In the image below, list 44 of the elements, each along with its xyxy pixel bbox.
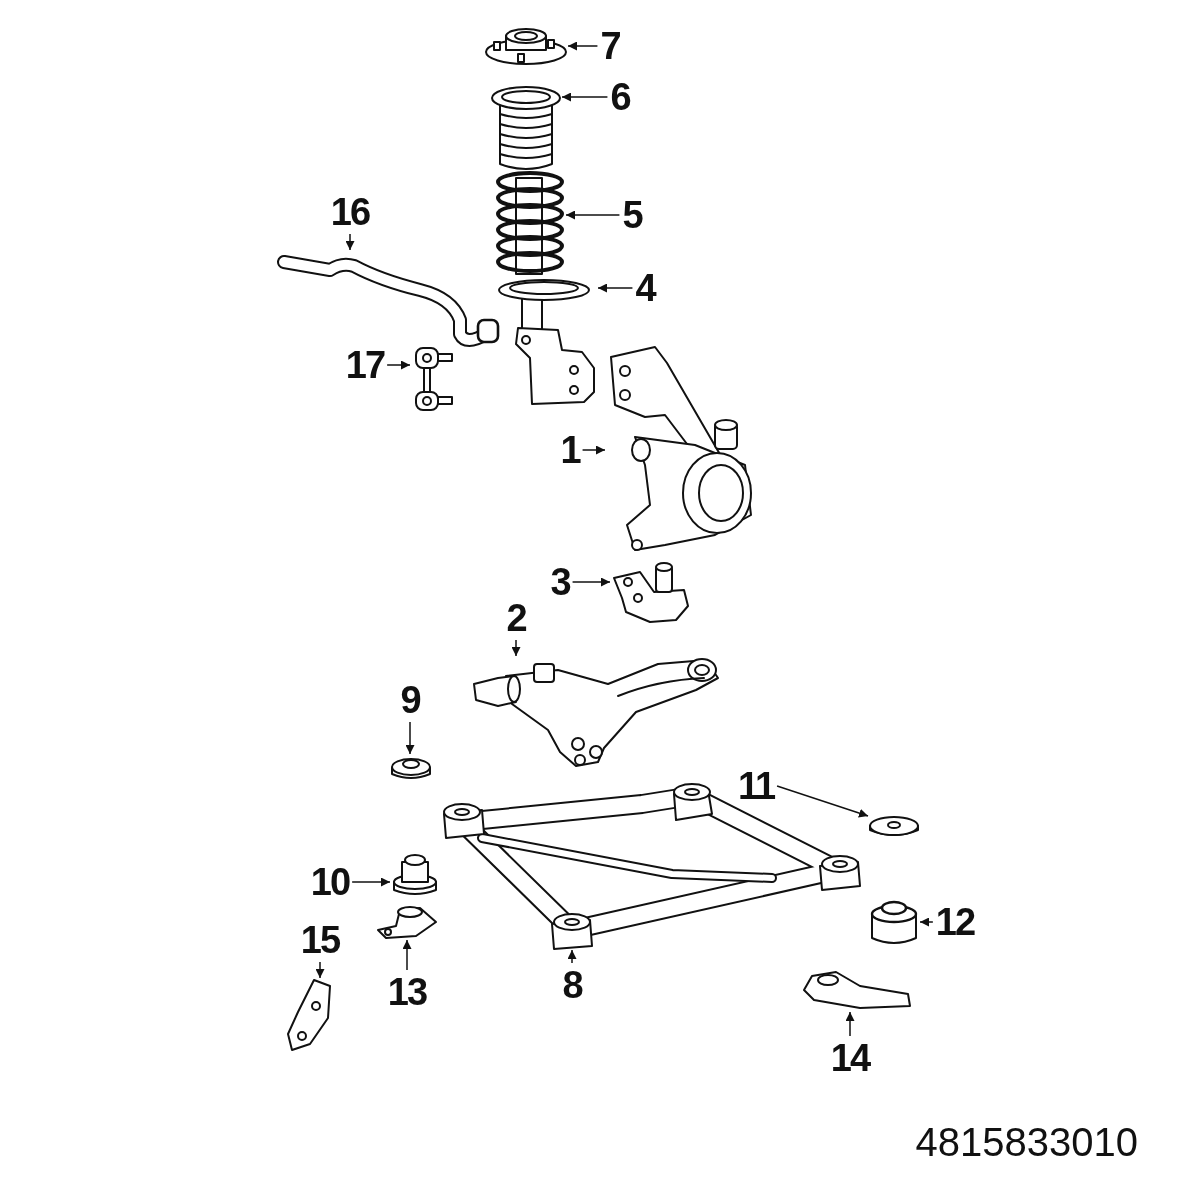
callout-number: 15 bbox=[300, 921, 340, 959]
callout-number: 4 bbox=[635, 269, 655, 307]
leader-line bbox=[597, 283, 634, 293]
callout-number: 6 bbox=[610, 78, 630, 116]
leader-line bbox=[386, 360, 411, 370]
leader-line bbox=[845, 1011, 855, 1037]
bracket-plate-drawing bbox=[284, 978, 334, 1052]
mount-bracket-drawing bbox=[376, 904, 438, 940]
leader-line bbox=[565, 210, 621, 220]
leader-line bbox=[567, 41, 599, 51]
leader-line bbox=[571, 577, 611, 587]
callout-number: 14 bbox=[830, 1039, 870, 1077]
leader-line bbox=[402, 939, 412, 971]
callout-number: 7 bbox=[600, 27, 620, 65]
callout-number: 17 bbox=[345, 346, 385, 384]
callout-number: 9 bbox=[400, 681, 420, 719]
callout-number: 13 bbox=[387, 973, 427, 1011]
callout-number: 16 bbox=[330, 193, 370, 231]
strut-mount-drawing bbox=[484, 26, 568, 66]
callout-number: 1 bbox=[560, 431, 580, 469]
leader-line bbox=[405, 721, 415, 755]
callout-number: 10 bbox=[310, 863, 350, 901]
ball-joint-drawing bbox=[610, 562, 692, 624]
leader-line bbox=[776, 785, 869, 818]
leader-line bbox=[345, 233, 355, 251]
leader-line bbox=[561, 92, 609, 102]
strut-drawing bbox=[498, 278, 598, 406]
coil-spring-drawing bbox=[494, 172, 566, 276]
callout-number: 8 bbox=[562, 966, 582, 1004]
bump-stop-boot-drawing bbox=[490, 84, 562, 170]
leader-line bbox=[581, 445, 606, 455]
callout-number: 12 bbox=[935, 903, 975, 941]
callout-number: 2 bbox=[506, 599, 526, 637]
leader-line bbox=[919, 917, 934, 927]
leader-line bbox=[351, 877, 391, 887]
leader-line bbox=[511, 639, 521, 657]
part-number: 4815833010 bbox=[915, 1120, 1138, 1165]
callout-number: 3 bbox=[550, 563, 570, 601]
callout-number: 5 bbox=[622, 196, 642, 234]
mount-bracket-drawing bbox=[800, 968, 912, 1012]
leader-line bbox=[567, 949, 577, 964]
mount-bushing-drawing bbox=[390, 852, 440, 898]
leader-line bbox=[315, 961, 325, 979]
callout-number: 11 bbox=[737, 767, 775, 805]
